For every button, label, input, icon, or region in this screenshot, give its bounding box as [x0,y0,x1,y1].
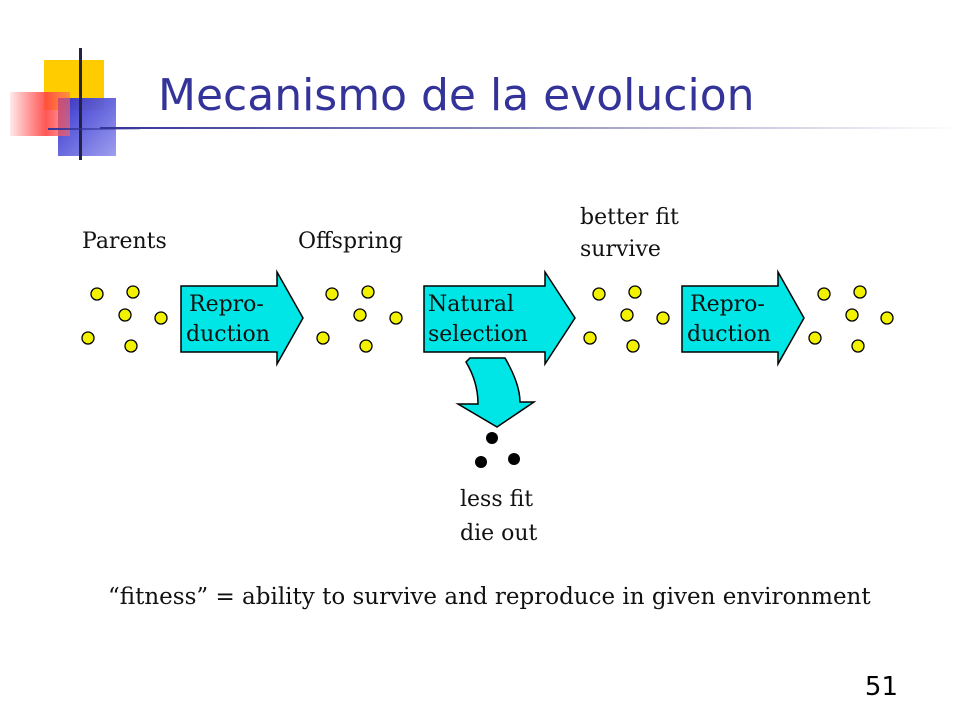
label-offspring: Offspring [298,229,403,254]
label-survive: survive [580,237,661,262]
offspring-individual [359,339,373,353]
fitness-definition: “fitness” = ability to survive and repro… [108,584,871,610]
reproduction-arrow-1-line2: duction [186,322,270,347]
eliminated-individual [508,453,520,465]
next-generation-individual [880,311,894,325]
offspring-individual [389,311,403,325]
parent-individual [90,287,104,301]
parent-individual [118,308,132,322]
parent-individual [126,285,140,299]
reproduction-arrow-2-line1: Repro- [690,292,765,317]
slide-title: Mecanismo de la evolucion [158,70,755,121]
offspring-individual [353,308,367,322]
survivor-individual [626,339,640,353]
survivor-individual [620,308,634,322]
survivor-individual [656,311,670,325]
label-better-fit: better fit [580,205,679,230]
natural-selection-arrow-line1: Natural [428,292,514,317]
parent-individual [154,311,168,325]
label-less-fit: less fit [460,487,533,512]
next-generation-individual [817,287,831,301]
natural-selection-bend-arrow [455,357,537,428]
label-die-out: die out [460,521,538,546]
parent-individual [81,331,95,345]
reproduction-arrow-2-line2: duction [687,322,771,347]
slide-number: 51 [864,672,898,702]
offspring-individual [325,287,339,301]
reproduction-arrow-1-line1: Repro- [189,292,264,317]
survivor-individual [583,331,597,345]
natural-selection-arrow [423,269,576,367]
survivor-individual [592,287,606,301]
next-generation-individual [808,331,822,345]
logo-vertical-line [79,48,82,160]
next-generation-individual [851,339,865,353]
eliminated-individual [475,456,487,468]
eliminated-individual [486,432,498,444]
next-generation-individual [845,308,859,322]
label-parents: Parents [82,229,167,254]
logo-horizontal-line [48,128,140,130]
natural-selection-arrow-line2: selection [428,322,528,347]
reproduction-arrow-2 [681,269,805,367]
parent-individual [124,339,138,353]
offspring-individual [361,285,375,299]
offspring-individual [316,331,330,345]
survivor-individual [628,285,642,299]
next-generation-individual [853,285,867,299]
reproduction-arrow-1 [180,269,304,367]
